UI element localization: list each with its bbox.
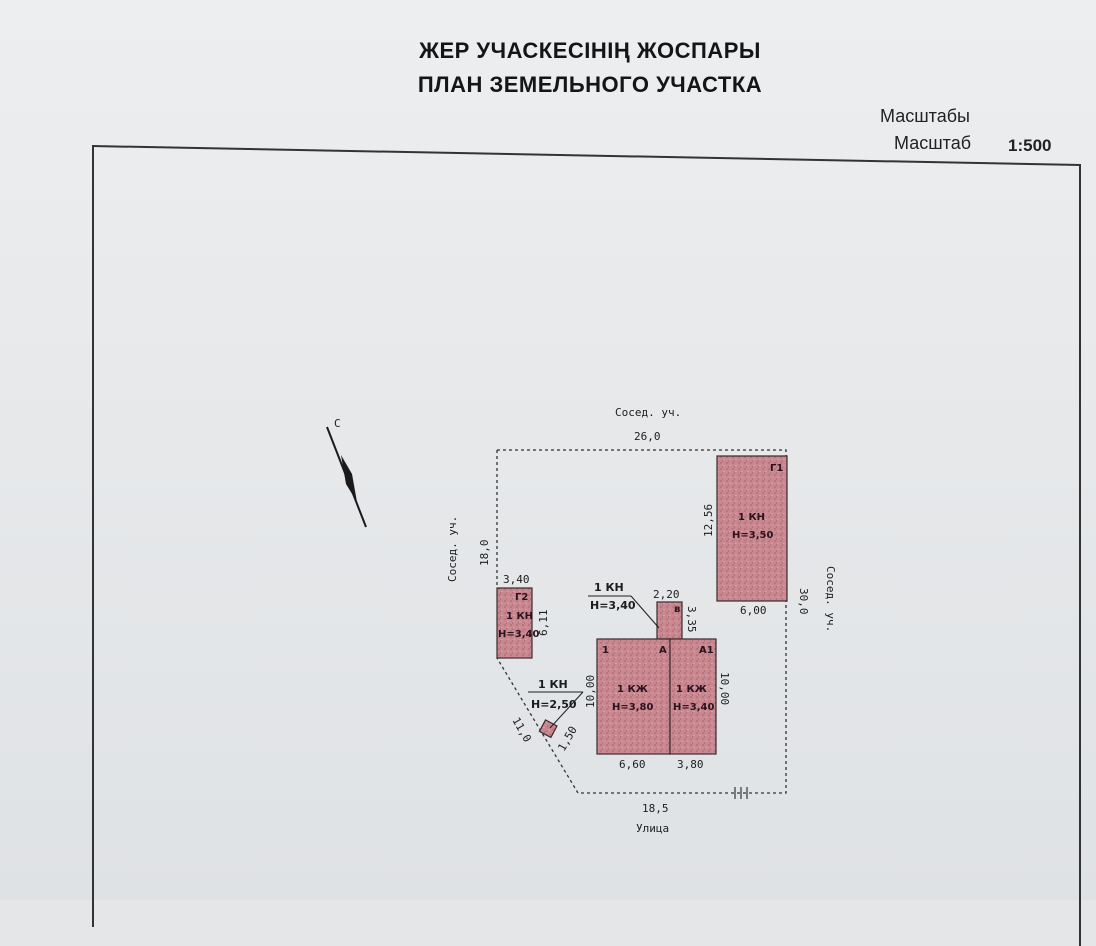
building-g1 — [716, 455, 788, 602]
left-neighbor-label: Сосед. уч. — [446, 516, 459, 582]
house-a1 — [669, 638, 717, 755]
house-a-type: 1 КЖ — [617, 684, 649, 695]
building-g2-height: Н=3,40 — [498, 629, 539, 640]
annex-v-type: 1 КН — [594, 581, 624, 594]
building-g1-length: 12,56 — [702, 504, 715, 537]
diagonal-dimension: 11,0 — [509, 715, 534, 744]
annex-v — [656, 601, 683, 640]
house-a-corner: 1 — [602, 645, 609, 656]
building-g3-type: 1 КН — [538, 678, 568, 691]
north-label: С — [334, 417, 341, 430]
house-a-height: Н=3,80 — [612, 702, 653, 713]
building-g1-code: Г1 — [770, 463, 783, 474]
bottom-dimension: 18,5 — [642, 802, 669, 815]
top-neighbor-label: Сосед. уч. — [615, 406, 681, 419]
scale-value: 1:500 — [1008, 136, 1052, 155]
right-neighbor-label: Сосед. уч. — [824, 566, 837, 632]
annex-v-leader — [630, 595, 660, 629]
house-a-length: 10,00 — [584, 675, 597, 708]
title-kazakh: ЖЕР УЧАСКЕСІНІҢ ЖОСПАРЫ — [419, 38, 761, 63]
top-dimension: 26,0 — [634, 430, 661, 443]
building-g3 — [538, 719, 558, 739]
site-plan-drawing: С Сосед. уч. 26,0 Сосед. уч. 18,0 Сосед.… — [326, 406, 837, 835]
building-g2-width: 3,40 — [503, 573, 530, 586]
building-g3-height: Н=2,50 — [531, 698, 577, 711]
gate-mark — [734, 787, 748, 799]
annex-v-code: в — [674, 604, 680, 615]
annex-v-width: 2,20 — [653, 588, 680, 601]
building-g1-width: 6,00 — [740, 604, 767, 617]
building-g2-type: 1 КН — [506, 611, 533, 622]
house-a — [596, 638, 671, 755]
left-dimension: 18,0 — [478, 540, 491, 567]
house-a1-width: 3,80 — [677, 758, 704, 771]
building-g2-code: Г2 — [515, 592, 528, 603]
building-g1-height: Н=3,50 — [732, 530, 773, 541]
north-arrow-icon — [326, 426, 367, 528]
right-dimension: 30,0 — [797, 588, 810, 615]
building-g2-length: 6,11 — [537, 610, 550, 637]
building-g3-leader — [549, 691, 584, 729]
house-a1-code: А1 — [699, 645, 714, 656]
lot-boundary — [496, 449, 787, 794]
title-russian: ПЛАН ЗЕМЕЛЬНОГО УЧАСТКА — [417, 72, 763, 97]
scale-label-russian: Масштаб — [894, 133, 972, 153]
house-a-code: А — [659, 645, 667, 656]
house-a1-length: 10,00 — [718, 672, 731, 705]
house-a-width: 6,60 — [619, 758, 646, 771]
annex-v-height: Н=3,40 — [590, 599, 636, 612]
building-g2 — [496, 587, 533, 659]
annex-v-length: 3,35 — [685, 606, 698, 633]
building-g1-type: 1 КН — [738, 512, 765, 523]
scale-label-kazakh: Масштабы — [880, 106, 970, 126]
house-a1-height: Н=3,40 — [673, 702, 714, 713]
building-g3-size: 1,50 — [555, 724, 580, 753]
street-label: Улица — [636, 822, 669, 835]
house-a1-type: 1 КЖ — [676, 684, 708, 695]
